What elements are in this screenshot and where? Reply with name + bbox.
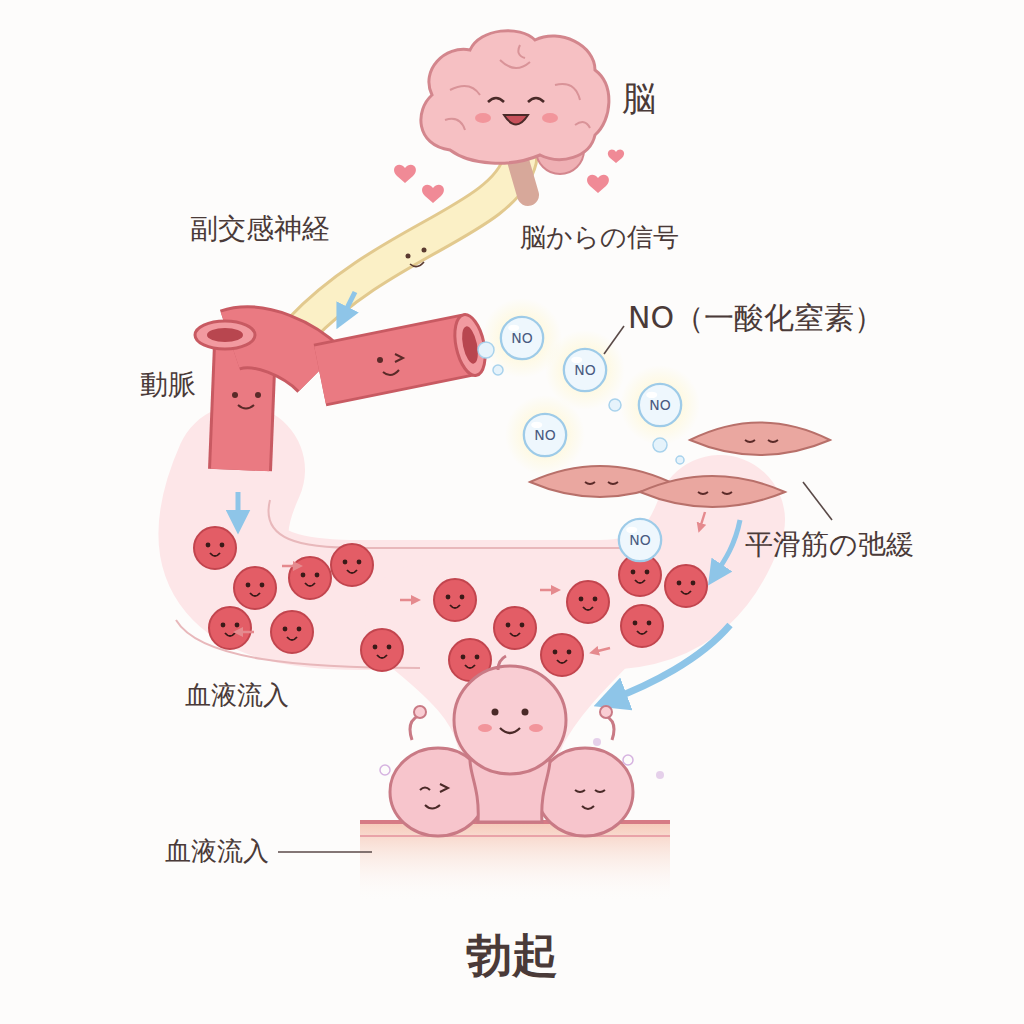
red-cell bbox=[331, 544, 373, 586]
erectile-tissue bbox=[360, 656, 670, 902]
no-bubble: NO bbox=[522, 412, 568, 458]
no-bubble: NO bbox=[562, 347, 608, 393]
red-cell bbox=[567, 581, 609, 623]
red-cell bbox=[289, 557, 331, 599]
red-cell bbox=[541, 634, 583, 676]
no-bubble: NO bbox=[617, 517, 663, 563]
label: 血液流入 bbox=[185, 680, 289, 711]
red-cell bbox=[494, 607, 536, 649]
label: 平滑筋の弛緩 bbox=[745, 528, 914, 562]
label: 動脈 bbox=[140, 368, 196, 402]
leader-lines bbox=[278, 326, 832, 852]
brain bbox=[394, 31, 624, 203]
red-cell bbox=[361, 629, 403, 671]
red-cell bbox=[621, 605, 663, 647]
red-cell bbox=[234, 567, 276, 609]
bubble-text: NO bbox=[574, 362, 596, 378]
no-bubble: NO bbox=[637, 382, 683, 428]
bubble-text: NO bbox=[629, 532, 651, 548]
label: 血液流入 bbox=[165, 836, 269, 867]
bubble-text: NO bbox=[534, 427, 556, 443]
bubble-text: NO bbox=[511, 330, 533, 346]
red-cell bbox=[209, 607, 251, 649]
label: 脳 bbox=[622, 78, 656, 119]
red-cell bbox=[194, 527, 236, 569]
label: NO（一酸化窒素） bbox=[628, 300, 884, 336]
red-cell bbox=[434, 579, 476, 621]
nerve-fiber bbox=[300, 160, 520, 330]
label: 勃起 bbox=[466, 928, 558, 983]
red-cell bbox=[665, 565, 707, 607]
label: 脳からの信号 bbox=[520, 222, 679, 253]
bubble-text: NO bbox=[649, 397, 671, 413]
red-cell bbox=[271, 611, 313, 653]
no-bubble: NO bbox=[499, 315, 545, 361]
label: 副交感神経 bbox=[190, 212, 330, 246]
artery bbox=[195, 312, 490, 522]
